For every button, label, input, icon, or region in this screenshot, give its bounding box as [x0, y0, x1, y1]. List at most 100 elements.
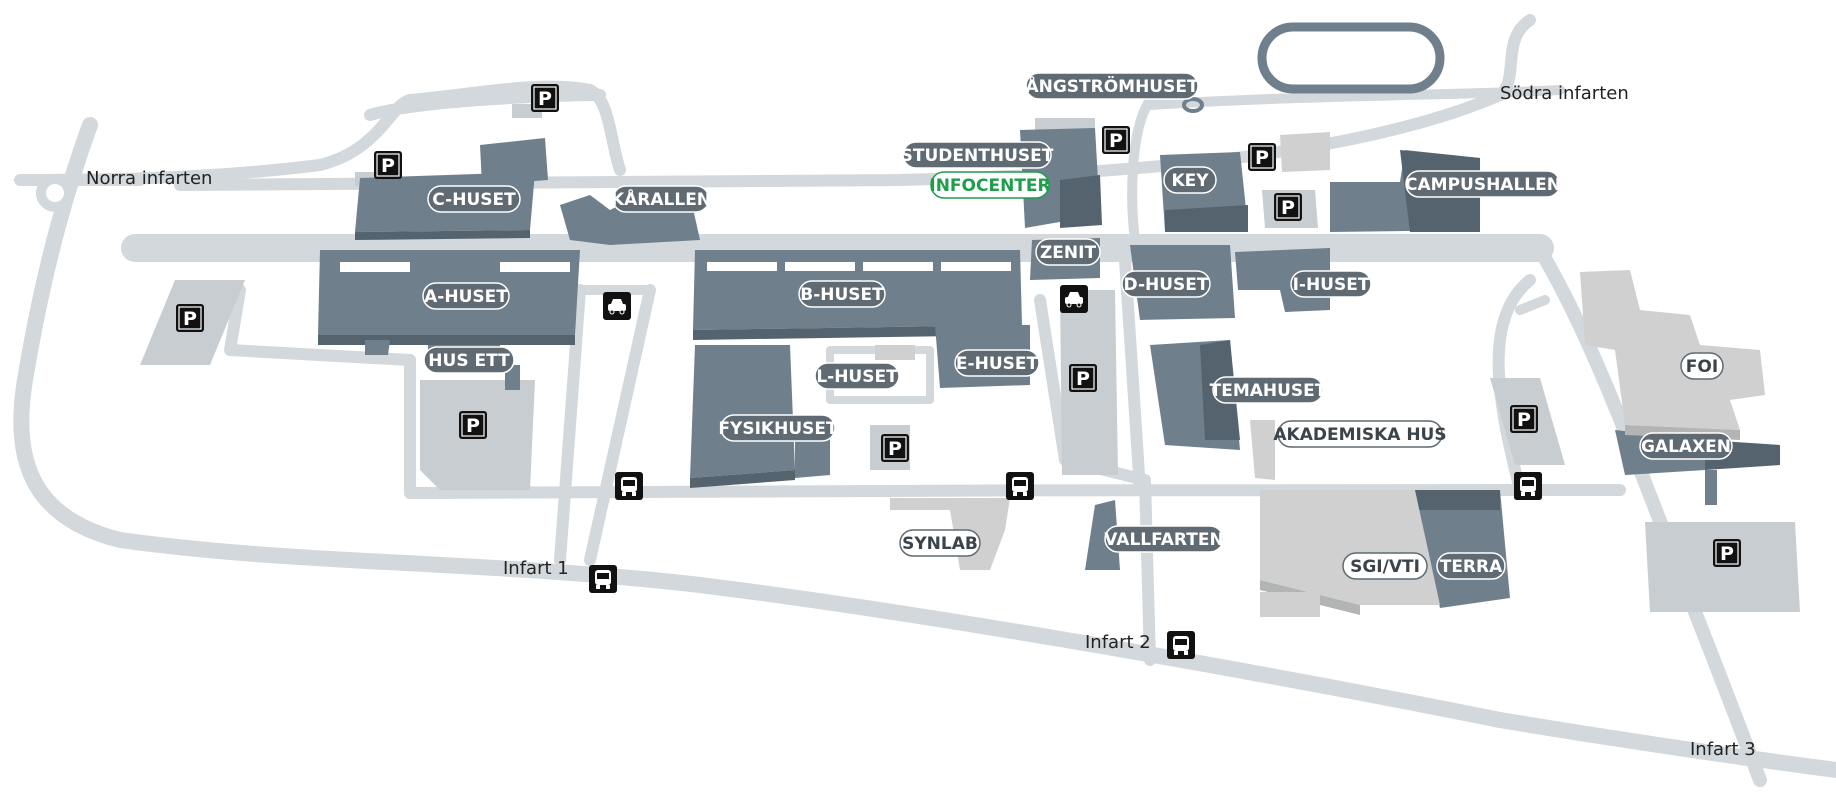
icon-frame [178, 306, 202, 330]
label-galaxen[interactable]: GALAXEN [1639, 432, 1733, 460]
label-text: VALLFARTEN [1104, 530, 1223, 550]
bus-window [1522, 480, 1534, 486]
label-pill-bg [1680, 352, 1724, 380]
icon-bg [459, 411, 487, 439]
label-text: FOI [1686, 357, 1718, 377]
label-text: I-HUSET [1293, 275, 1370, 295]
bus-icon[interactable] [615, 472, 643, 500]
label-pill-bg [1025, 72, 1199, 100]
label-pill-bg [1277, 420, 1443, 448]
label-foi[interactable]: FOI [1680, 352, 1724, 380]
label-zenit[interactable]: ZENIT [1035, 238, 1101, 266]
label-terra[interactable]: TERRA [1436, 552, 1506, 580]
parking-icon[interactable]: P [374, 151, 402, 179]
icon-frame [461, 413, 485, 437]
icon-frame [1276, 195, 1300, 219]
label-pill-bg [930, 171, 1050, 199]
label-pill-bg [899, 529, 981, 557]
label-pill-bg [422, 282, 510, 310]
place-names: Norra infarten Södra infarten Infart 1 I… [86, 83, 1756, 760]
bus-wheel [622, 492, 626, 496]
label-pill-bg [954, 349, 1040, 377]
label-infocenter[interactable]: INFOCENTER [929, 171, 1051, 199]
icon-frame [1250, 145, 1274, 169]
icon-frame [1104, 128, 1128, 152]
parking-glyph: P [1720, 543, 1734, 565]
taxi-roof [611, 299, 623, 304]
parking-icon[interactable]: P [459, 411, 487, 439]
label-fysikhuset[interactable]: FYSIKHUSET [718, 414, 838, 442]
icon-bg [1510, 405, 1538, 433]
label-angstromhuset[interactable]: ÅNGSTRÖMHUSET [1025, 72, 1199, 100]
label-karallen[interactable]: KÅRALLEN [611, 185, 711, 213]
parking-icon[interactable]: P [881, 434, 909, 462]
parking-glyph: P [1076, 368, 1090, 390]
icon-frame [1715, 541, 1739, 565]
parking-icon[interactable]: P [1248, 143, 1276, 171]
bus-window [1014, 480, 1026, 486]
place-infart-1: Infart 1 [503, 558, 569, 579]
label-text: HUS ETT [428, 351, 510, 371]
bus-icon[interactable] [1514, 472, 1542, 500]
label-akademiska-hus[interactable]: AKADEMISKA HUS [1273, 420, 1447, 448]
label-pill-bg [1436, 552, 1506, 580]
parking-glyph: P [538, 88, 552, 110]
parking-icon[interactable]: P [1102, 126, 1130, 154]
label-pill-bg [1405, 170, 1561, 198]
parking-icon[interactable]: P [1713, 539, 1741, 567]
label-campushallen[interactable]: CAMPUSHALLEN [1405, 170, 1561, 198]
label-temahuset[interactable]: TEMAHUSET [1210, 376, 1327, 404]
icon-frame [376, 153, 400, 177]
bus-icon[interactable] [1167, 631, 1195, 659]
icon-bg [1274, 193, 1302, 221]
icon-frame [883, 436, 907, 460]
label-vallfarten[interactable]: VALLFARTEN [1104, 525, 1224, 553]
bus-icon[interactable] [589, 565, 617, 593]
label-a-huset[interactable]: A-HUSET [422, 282, 510, 310]
taxi-wheel [609, 309, 615, 315]
parking-glyph: P [1109, 130, 1123, 152]
label-text: TEMAHUSET [1210, 381, 1327, 401]
label-text: L-HUSET [816, 367, 898, 387]
parking-icon[interactable]: P [1510, 405, 1538, 433]
place-infart-3: Infart 3 [1690, 739, 1756, 760]
parking-icon[interactable]: P [176, 304, 204, 332]
label-pill-bg [1163, 166, 1217, 194]
label-hus-ett[interactable]: HUS ETT [423, 346, 515, 374]
place-infart-2: Infart 2 [1085, 632, 1151, 653]
taxi-body [1065, 297, 1083, 304]
icon-bg [1248, 143, 1276, 171]
parking-icon[interactable]: P [1069, 364, 1097, 392]
label-studenthuset[interactable]: STUDENTHUSET [901, 141, 1054, 169]
label-c-huset[interactable]: C-HUSET [427, 185, 521, 213]
parking-glyph: P [1281, 197, 1295, 219]
label-i-huset[interactable]: I-HUSET [1290, 270, 1372, 298]
icon-bg [531, 84, 559, 112]
label-d-huset[interactable]: D-HUSET [1121, 270, 1211, 298]
label-text: GALAXEN [1641, 437, 1731, 457]
label-key[interactable]: KEY [1163, 166, 1217, 194]
label-text: KEY [1171, 171, 1209, 191]
label-sgi-vti[interactable]: SGI/VTI [1342, 552, 1428, 580]
taxi-icon[interactable] [1060, 285, 1088, 313]
label-pill-bg [814, 362, 900, 390]
icon-bg [881, 434, 909, 462]
label-l-huset[interactable]: L-HUSET [814, 362, 900, 390]
buildings-light [875, 132, 1765, 617]
label-text: TERRA [1440, 557, 1503, 577]
bus-icon[interactable] [1006, 472, 1034, 500]
label-synlab[interactable]: SYNLAB [899, 529, 981, 557]
taxi-wheel [1076, 302, 1082, 308]
taxi-icon[interactable] [603, 292, 631, 320]
label-b-huset[interactable]: B-HUSET [798, 280, 886, 308]
parking-icon[interactable]: P [1274, 193, 1302, 221]
running-track [1257, 22, 1445, 94]
bus-window [1175, 639, 1187, 645]
label-text: AKADEMISKA HUS [1273, 425, 1446, 445]
parking-icon[interactable]: P [531, 84, 559, 112]
label-text: SGI/VTI [1350, 557, 1420, 577]
label-pill-bg [612, 185, 710, 213]
label-e-huset[interactable]: E-HUSET [954, 349, 1040, 377]
icon-frame [1512, 407, 1536, 431]
